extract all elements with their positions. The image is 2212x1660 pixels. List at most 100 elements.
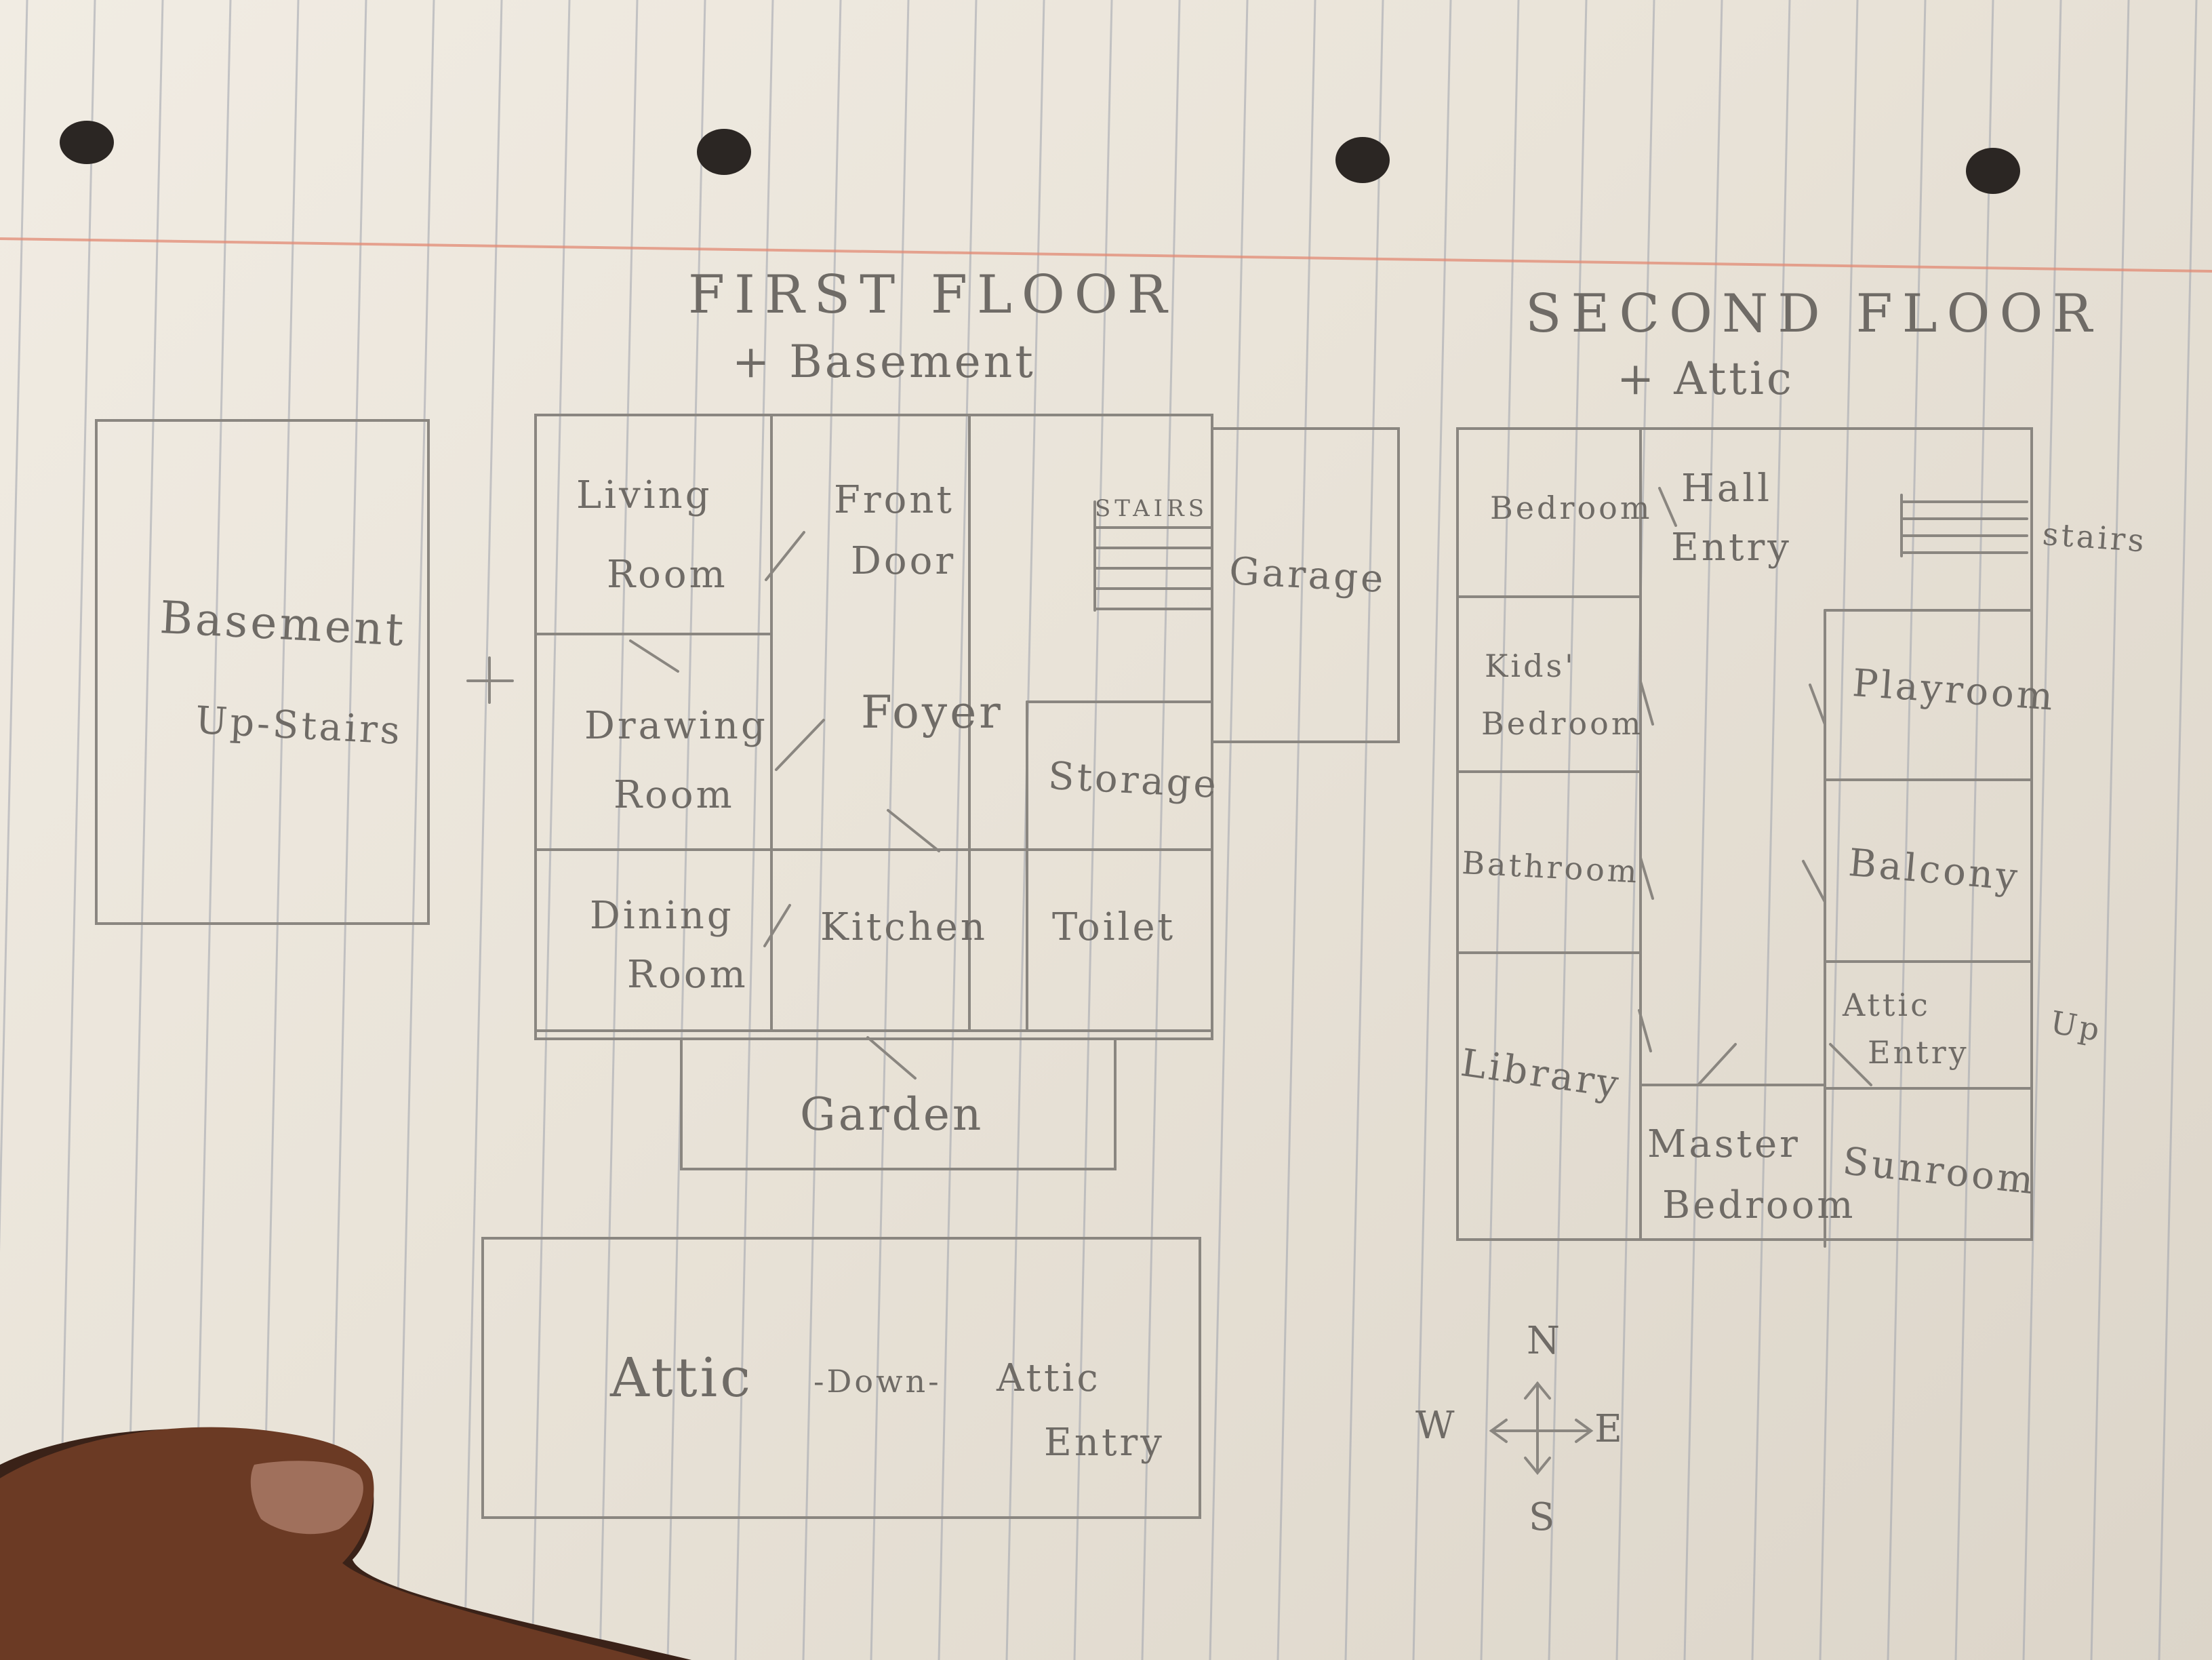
- garden-outline: [680, 1038, 1117, 1170]
- ruled-line: [1819, 0, 1859, 1660]
- ruled-line: [1276, 0, 1316, 1660]
- drawing-room-label-line2: Room: [614, 773, 735, 817]
- kids-bedroom-label-line2: Bedroom: [1481, 705, 1644, 742]
- door-mark: [763, 904, 791, 947]
- ruled-line: [463, 0, 503, 1660]
- ruled-line: [124, 0, 164, 1660]
- door-mark: [1697, 1043, 1737, 1086]
- thumbnail: [250, 1461, 363, 1535]
- binder-hole: [60, 121, 114, 164]
- ruled-line: [1615, 0, 1655, 1660]
- ruled-line: [870, 0, 910, 1660]
- attic-down-label: -Down-: [813, 1363, 942, 1400]
- garage-label: Garage: [1228, 549, 1387, 602]
- ruled-line: [1887, 0, 1927, 1660]
- ruled-line: [802, 0, 842, 1660]
- ruled-line: [260, 0, 300, 1660]
- attic-entry-2f-label-line1: Attic: [1843, 987, 1931, 1023]
- garage-outline: [1211, 427, 1400, 743]
- ruled-line: [192, 0, 232, 1660]
- second-floor-outline: [1456, 427, 2033, 1241]
- door-mark: [1658, 487, 1677, 527]
- dining-room-label-line2: Room: [627, 953, 748, 997]
- compass-north-label: N: [1527, 1319, 1563, 1363]
- ruled-line: [1954, 0, 1994, 1660]
- binder-holes: [60, 121, 2020, 194]
- toilet-label: Toilet: [1052, 905, 1176, 949]
- ruled-line: [531, 0, 571, 1660]
- door-mark: [1829, 1043, 1872, 1086]
- compass-arrow-s: [1524, 1457, 1551, 1476]
- attic-outline: [481, 1237, 1201, 1519]
- ruled-line: [327, 0, 367, 1660]
- living-room-label-line1: Living: [576, 473, 712, 517]
- ruled-line: [56, 0, 96, 1660]
- door-mark: [1638, 1009, 1652, 1052]
- storage-label: Storage: [1047, 754, 1220, 808]
- compass-arrow-e: [1575, 1419, 1594, 1443]
- ruled-line: [1751, 0, 1791, 1660]
- door-mark: [866, 1036, 917, 1080]
- binder-hole: [697, 129, 751, 175]
- second-floor-stairs-label: stairs: [2041, 515, 2148, 559]
- foyer-label: Foyer: [861, 686, 1003, 738]
- compass-west-label: W: [1415, 1404, 1457, 1448]
- garden-label: Garden: [800, 1088, 984, 1141]
- door-mark: [1639, 856, 1654, 900]
- master-bedroom-label-line1: Master: [1647, 1122, 1801, 1166]
- second-floor-title: SECOND FLOOR: [1525, 283, 2102, 344]
- ruled-line: [734, 0, 774, 1660]
- front-door-label-line2: Door: [851, 539, 957, 583]
- ruled-line: [1548, 0, 1588, 1660]
- ruled-line: [938, 0, 978, 1660]
- thumb: [0, 1427, 651, 1660]
- binder-hole: [1335, 137, 1390, 183]
- kids-bedroom-label-line1: Kids': [1485, 648, 1576, 684]
- front-door-label-line1: Front: [834, 478, 954, 522]
- attic-label: Attic: [610, 1346, 754, 1409]
- door-mark: [765, 531, 805, 581]
- ruled-line: [1412, 0, 1452, 1660]
- living-room-label-line2: Room: [607, 553, 728, 597]
- ruled-line: [1344, 0, 1384, 1660]
- ruled-line: [395, 0, 435, 1660]
- door-mark: [887, 809, 940, 852]
- attic-entry-label-line2: Entry: [1044, 1421, 1165, 1465]
- first-floor-subtitle: + Basement: [732, 336, 1036, 388]
- ruled-line: [2022, 0, 2062, 1660]
- compass-arrow-w: [1489, 1419, 1508, 1443]
- door-mark: [1809, 684, 1826, 726]
- second-floor-plan: [1456, 427, 2033, 1248]
- door-mark: [629, 639, 679, 673]
- ruled-line: [0, 0, 28, 1253]
- compass-arrows: [1489, 1381, 1594, 1476]
- first-floor-title: FIRST FLOOR: [688, 264, 1177, 325]
- basement-outline: [95, 419, 430, 925]
- first-floor-plan: [95, 414, 1400, 1519]
- compass-east-label: E: [1594, 1407, 1625, 1451]
- ruled-line: [2090, 0, 2130, 1660]
- ruled-line: [1683, 0, 1723, 1660]
- second-floor-subtitle: + Attic: [1617, 353, 1794, 405]
- compass-south-label: S: [1529, 1495, 1558, 1539]
- ruled-line: [2158, 0, 2198, 1660]
- ruled-line: [1141, 0, 1181, 1660]
- ruled-line: [1073, 0, 1113, 1660]
- ruled-line: [599, 0, 639, 1660]
- binder-hole: [1966, 148, 2020, 194]
- master-bedroom-label-line2: Bedroom: [1662, 1183, 1856, 1227]
- ruled-line: [666, 0, 706, 1660]
- attic-entry-label-line1: Attic: [997, 1356, 1101, 1400]
- margin-line: [0, 237, 2212, 273]
- bedroom-label: Bedroom: [1490, 490, 1653, 526]
- ruled-line: [1005, 0, 1045, 1660]
- attic-entry-2f-label-line2: Entry: [1868, 1034, 1969, 1071]
- ruled-line: [1480, 0, 1520, 1660]
- door-mark: [1639, 680, 1654, 726]
- door-mark: [775, 719, 825, 771]
- kitchen-label: Kitchen: [820, 905, 988, 949]
- hall-entry-label-line1: Hall: [1681, 467, 1773, 511]
